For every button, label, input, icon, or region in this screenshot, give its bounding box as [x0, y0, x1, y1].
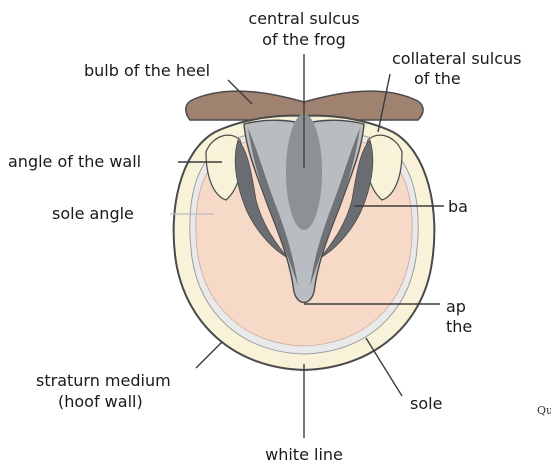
label-bulb-of-heel: bulb of the heel: [84, 61, 210, 80]
label-bar: ba: [448, 197, 468, 216]
leader-straturn: [196, 342, 222, 368]
label-straturn-medium-1: straturn medium: [36, 371, 171, 390]
label-apex-2: the: [446, 317, 472, 336]
label-angle-of-wall: angle of the wall: [8, 152, 141, 171]
label-central-sulcus-2: of the frog: [262, 30, 346, 49]
label-straturn-medium-2: (hoof wall): [58, 392, 143, 411]
leader-sole: [366, 338, 402, 396]
label-sole-angle: sole angle: [52, 204, 134, 223]
label-apex-1: ap: [446, 297, 466, 316]
label-collateral-sulcus-2: of the: [414, 69, 461, 88]
label-white-line: white line: [265, 445, 343, 464]
label-collateral-sulcus-1: collateral sulcus: [392, 49, 522, 68]
cut-off-text: Qu: [537, 404, 551, 417]
label-sole: sole: [410, 394, 442, 413]
label-central-sulcus-1: central sulcus: [248, 9, 359, 28]
